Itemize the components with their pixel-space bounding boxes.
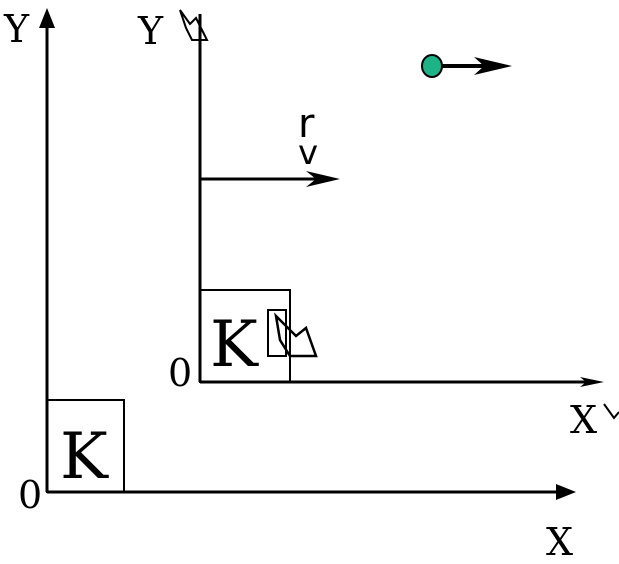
frame-k: Y X 0 K [3, 7, 576, 564]
frame-k-label-box [46, 399, 125, 493]
frame-k-prime-x-arrowhead [580, 377, 604, 387]
particle-dot [421, 54, 443, 78]
velocity-label: v [298, 133, 318, 173]
frame-k-prime-x-label: X [570, 398, 597, 442]
frame-k-label: K [60, 420, 109, 494]
velocity-arrowhead [306, 171, 340, 187]
frame-k-prime-label-box [199, 289, 291, 383]
frame-k-x-arrowhead [556, 484, 576, 500]
frame-k-prime-origin-label: 0 [168, 351, 192, 395]
prime-mark-icon [267, 309, 318, 358]
frame-k-y-arrowhead [39, 8, 55, 28]
frame-k-prime-y-label: Y [137, 9, 164, 53]
frame-k-prime: Y X 0 K [137, 9, 619, 442]
velocity-vector: r v [200, 101, 340, 187]
prime-mark-icon [603, 403, 619, 420]
moving-particle [421, 54, 512, 78]
frame-k-origin-label: 0 [18, 473, 42, 517]
frame-k-prime-label: K [210, 308, 259, 382]
frame-k-y-label: Y [3, 7, 30, 51]
velocity-vector-symbol: r [298, 101, 315, 147]
frame-k-x-label: X [546, 520, 573, 564]
prime-mark-icon [179, 9, 209, 41]
particle-arrowhead [474, 57, 512, 75]
